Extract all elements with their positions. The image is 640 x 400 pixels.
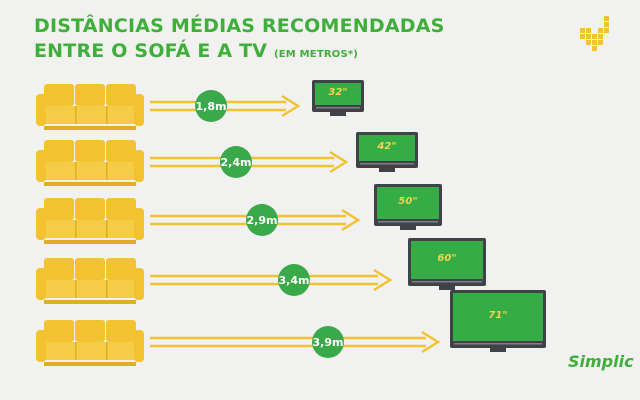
distance-row: 3,9m 71": [0, 290, 640, 384]
title-line-2-text: ENTRE O SOFÁ E A TV: [34, 40, 268, 62]
tv-size-label: 71": [488, 310, 508, 321]
tv-size-label: 42": [377, 141, 397, 152]
distance-badge: 2,9m: [246, 204, 278, 236]
distance-row: 2,9m 50": [0, 184, 640, 262]
check-mark-icon: [580, 16, 609, 51]
tv-icon: [312, 80, 364, 116]
page-title: DISTÂNCIAS MÉDIAS RECOMENDADAS ENTRE O S…: [34, 14, 445, 67]
sofa-icon: [36, 84, 144, 130]
tv-size-label: 60": [437, 253, 457, 264]
brand-logo: Simplic: [568, 352, 634, 371]
distance-badge: 1,8m: [195, 90, 227, 122]
distance-badge: 2,4m: [220, 146, 252, 178]
tv-icon: [374, 184, 442, 230]
tv-size-label: 32": [328, 87, 348, 98]
arrow-right-icon: [150, 330, 440, 354]
distance-row: 3,4m 60": [0, 238, 640, 322]
distance-badge: 3,9m: [312, 326, 344, 358]
arrow-right-icon: [150, 268, 392, 292]
tv-icon: [450, 290, 546, 352]
sofa-icon: [36, 320, 144, 366]
distance-row: 1,8m 32": [0, 78, 640, 148]
distance-row: 2,4m 42": [0, 132, 640, 204]
tv-icon: [408, 238, 486, 290]
sofa-icon: [36, 258, 144, 304]
tv-icon: [356, 132, 418, 172]
sofa-icon: [36, 140, 144, 186]
title-line-2: ENTRE O SOFÁ E A TV (EM METROS*): [34, 39, 445, 67]
tv-size-label: 50": [398, 196, 418, 207]
title-line-1: DISTÂNCIAS MÉDIAS RECOMENDADAS: [34, 15, 445, 37]
distance-badge: 3,4m: [278, 264, 310, 296]
sofa-icon: [36, 198, 144, 244]
title-note: (EM METROS*): [274, 49, 359, 60]
